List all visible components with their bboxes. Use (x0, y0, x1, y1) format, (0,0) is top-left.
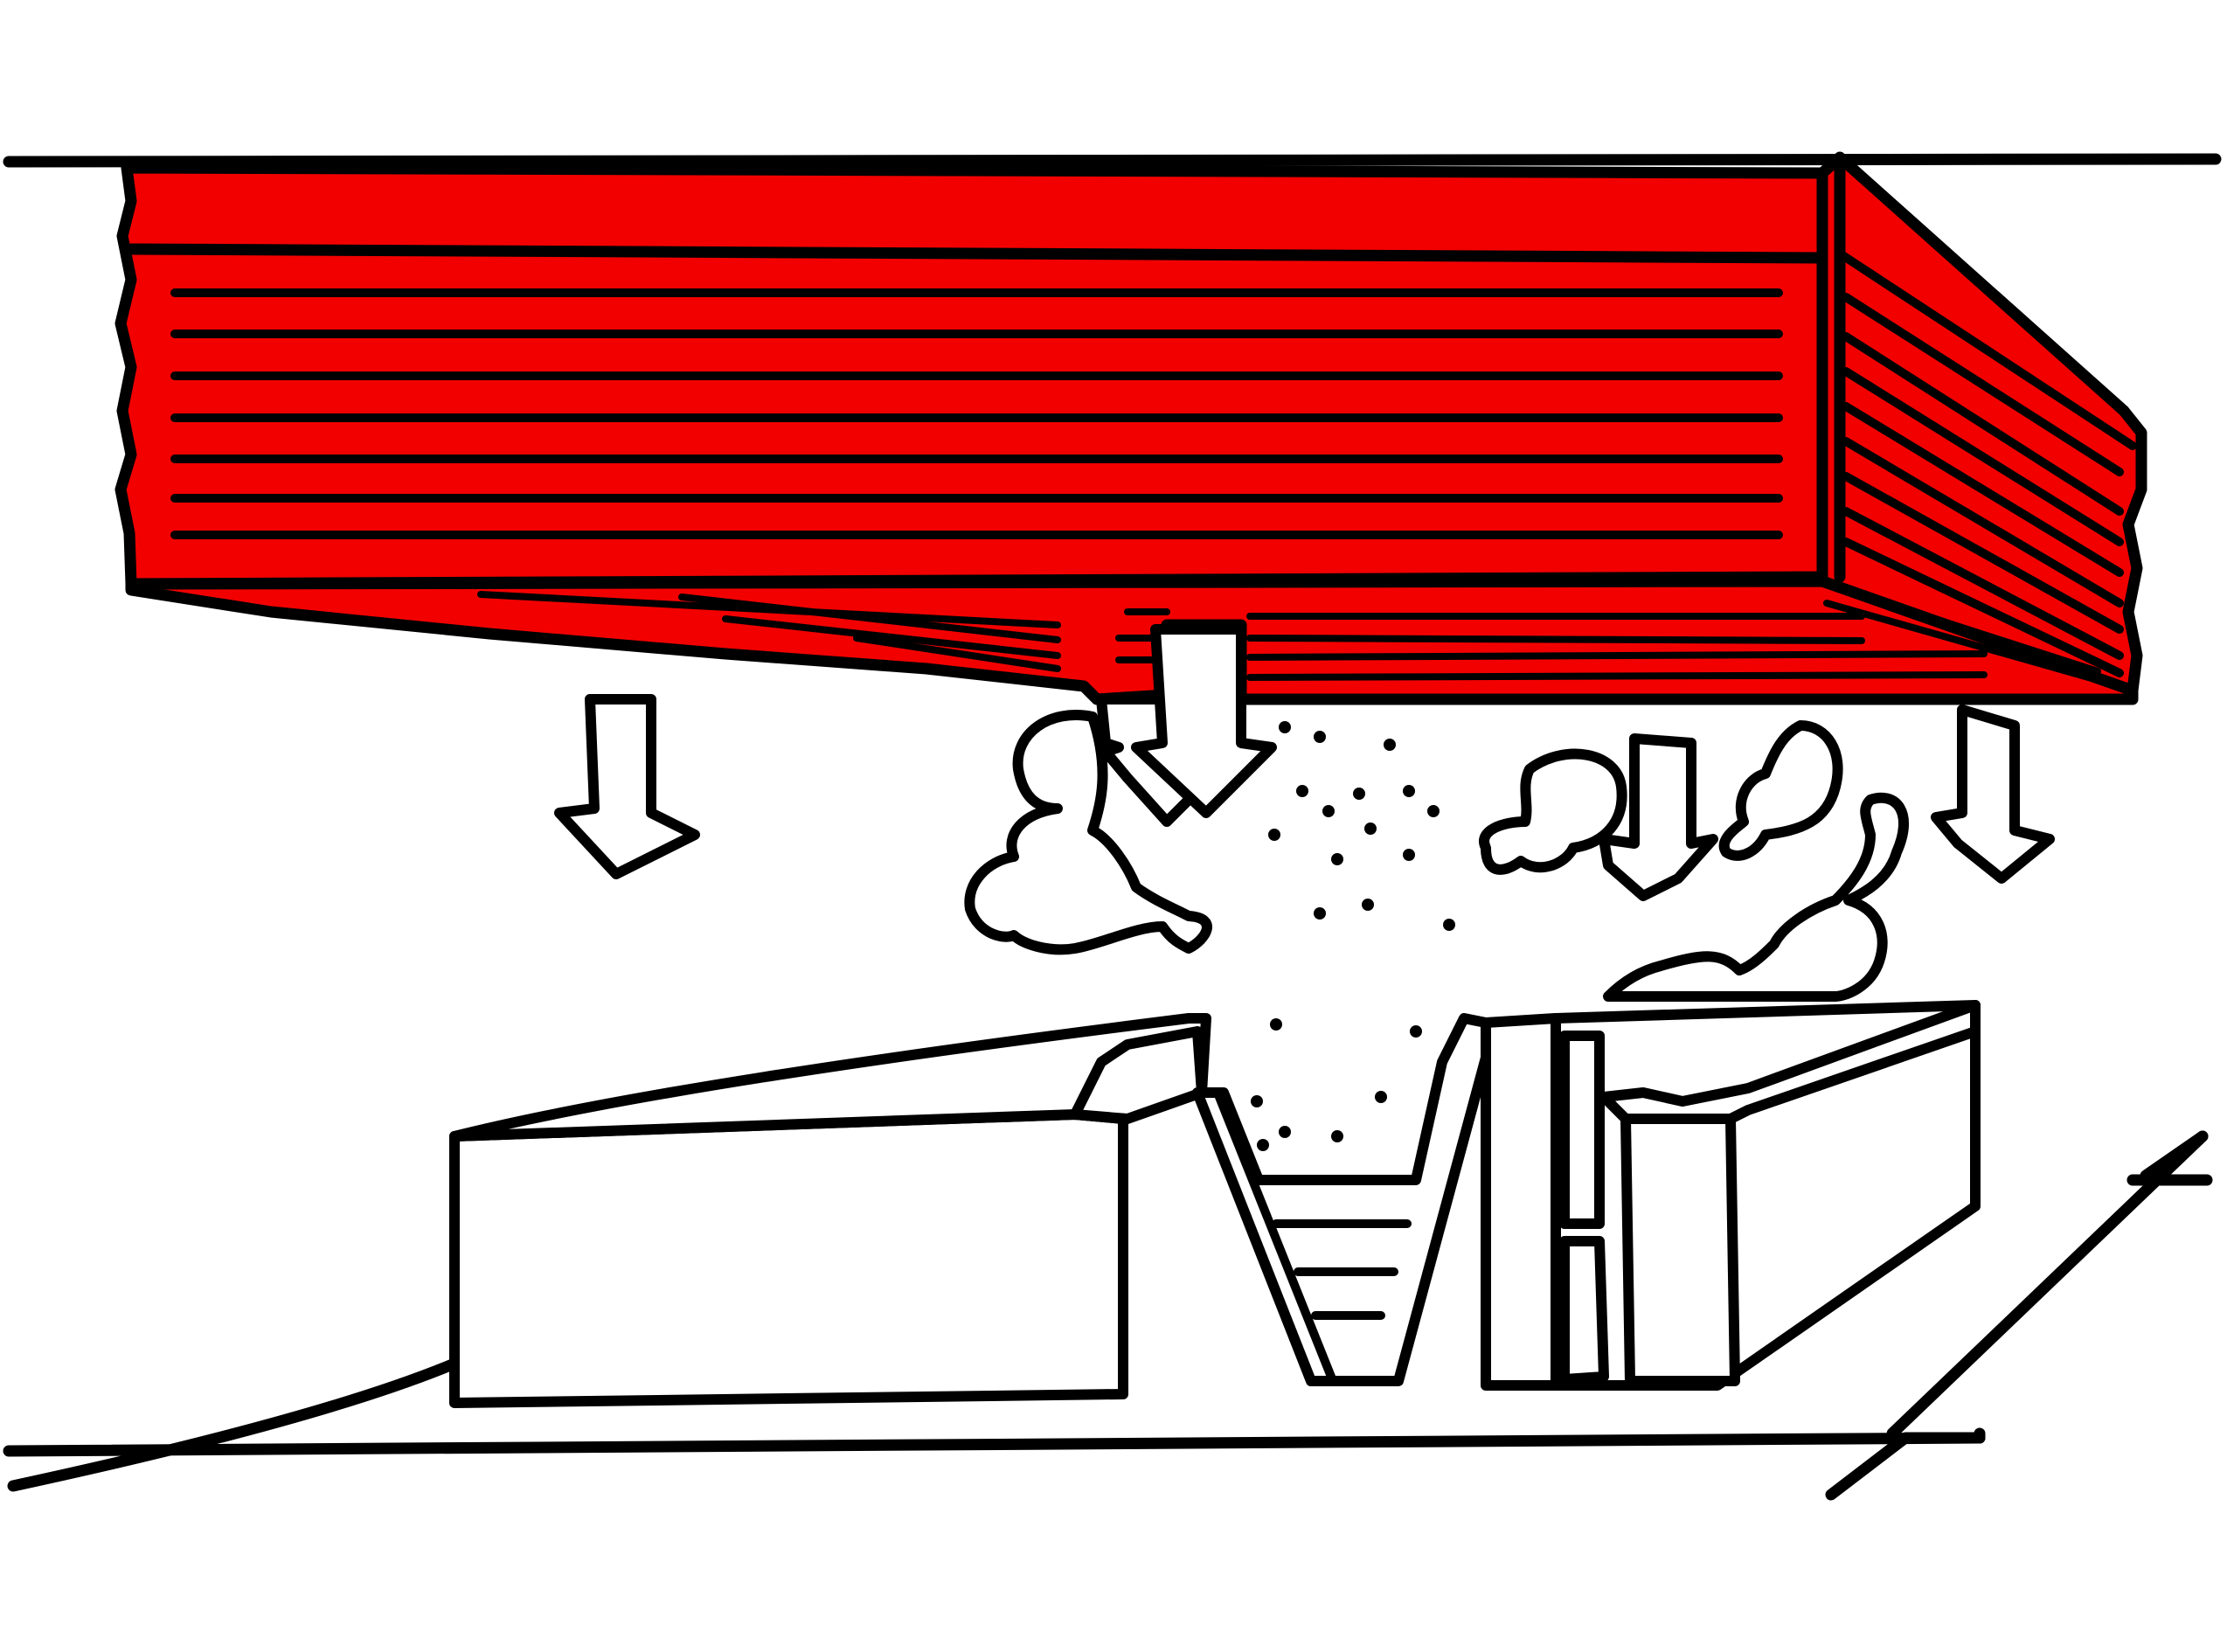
cloud-puff-icon (1479, 748, 1627, 875)
cloud-puff-icon (964, 710, 1212, 955)
down-arrow-icon (1931, 705, 2055, 884)
cloud-puff-icon (1603, 792, 1910, 1002)
down-arrow-icon (1599, 733, 1718, 901)
particle-dots-icon (1251, 721, 1455, 1151)
cloud-puff-icon (1718, 720, 1843, 861)
ground-line (3, 1130, 2213, 1501)
canopy-roof-icon (114, 151, 2147, 705)
stair-ramp-icon (1192, 1013, 1491, 1386)
ground-building-block-icon (1481, 1000, 1981, 1391)
ground-building-block-icon (449, 1013, 1211, 1408)
down-arrow-icon (1131, 624, 1277, 818)
down-arrow-icon (554, 694, 700, 879)
ceiling-line (3, 153, 2222, 168)
